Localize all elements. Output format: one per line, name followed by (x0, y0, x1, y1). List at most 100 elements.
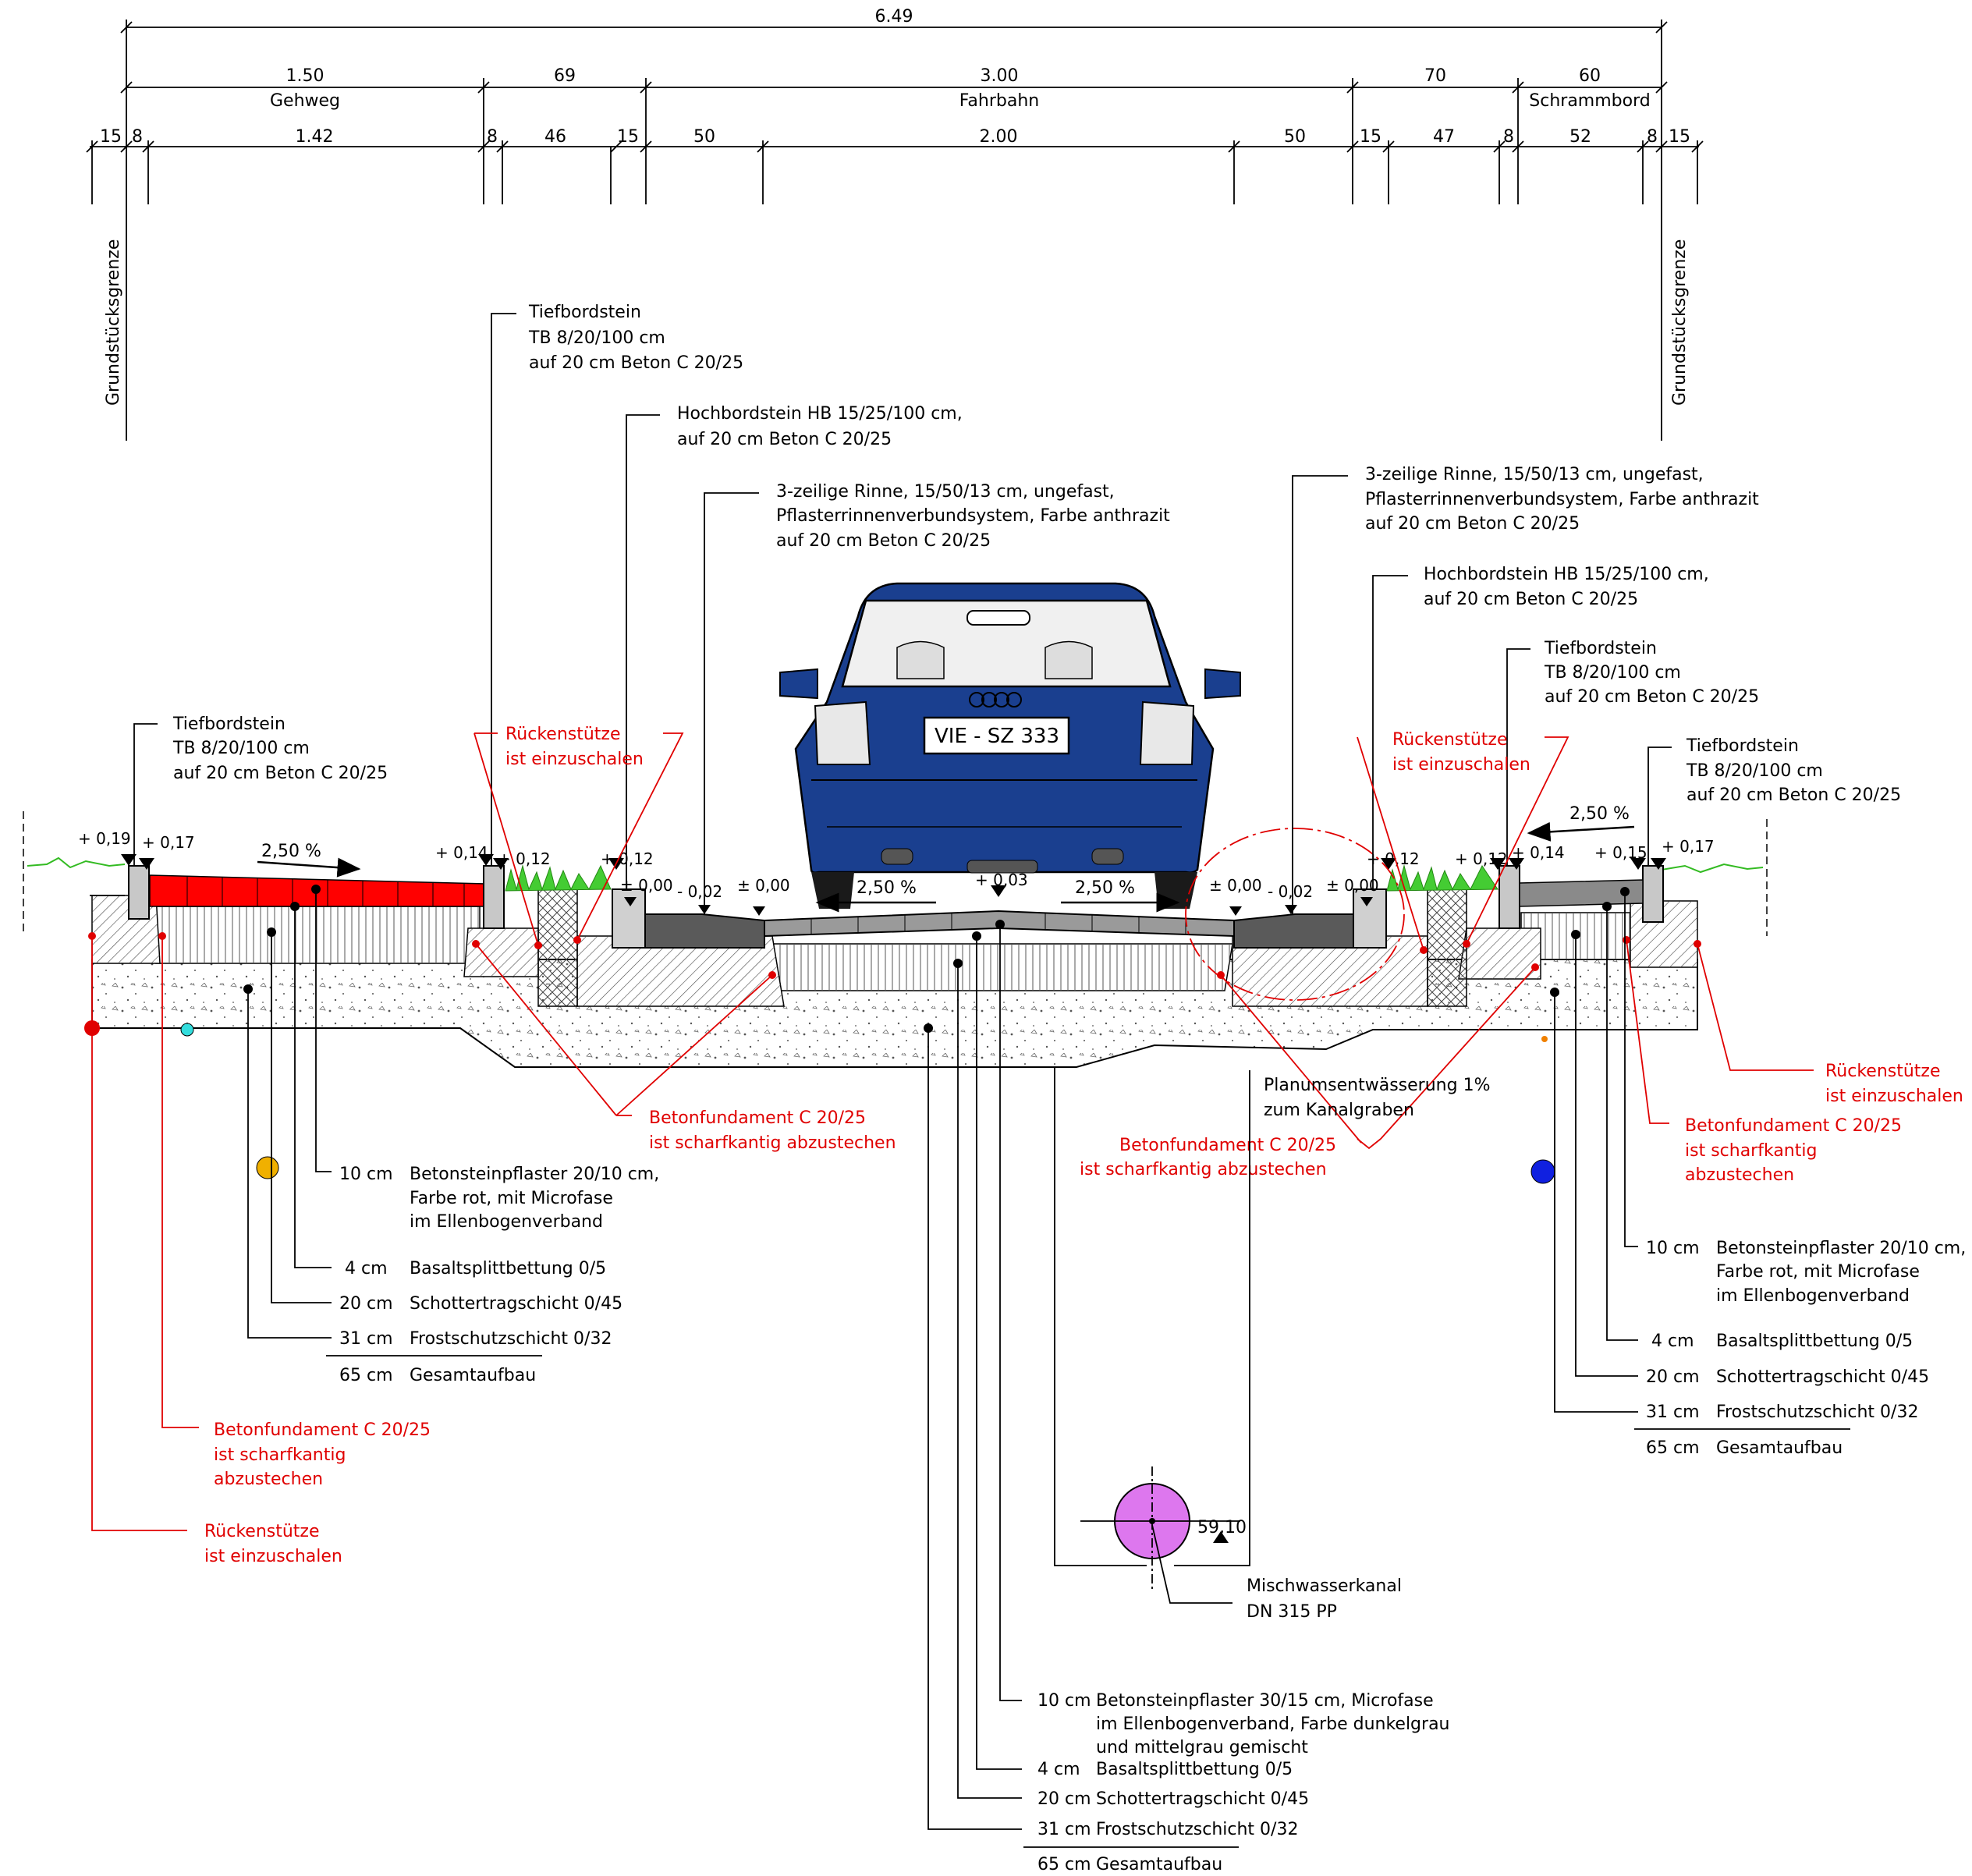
dim-detail-13: 52 (1569, 127, 1591, 147)
slope-arrows: 2,50 % 2,50 % 2,50 % 2,50 % (257, 804, 1635, 913)
callout-hb-right-2: auf 20 cm Beton C 20/25 (1424, 590, 1638, 609)
callout-tb-left-outer-1: Tiefbordstein (172, 715, 286, 734)
callout-hb-left-2: auf 20 cm Beton C 20/25 (677, 430, 892, 449)
legend-left-d3: Schottertragschicht 0/45 (410, 1294, 622, 1314)
callout-tb-left-top-3: auf 20 cm Beton C 20/25 (529, 353, 743, 373)
callout-tb-right-mid-1: Tiefbordstein (1544, 639, 1657, 658)
layer-legend-right: 10 cm Betonsteinpflaster 20/10 cm, Farbe… (1550, 887, 1966, 1458)
dim-section-1: 1.50 (286, 66, 325, 86)
section-name-gehweg: Gehweg (270, 91, 340, 111)
car-rear-view: VIE - SZ 333 (779, 582, 1241, 909)
level-16: + 0,15 (1594, 843, 1647, 862)
slope-4: 2,50 % (1569, 804, 1630, 824)
callouts: Tiefbordstein TB 8/20/100 cm auf 20 cm B… (133, 303, 1901, 914)
callout-tb-right-mid-2: TB 8/20/100 cm (1544, 663, 1681, 683)
callout-rinne-right-2: Pflasterrinnenverbundsystem, Farbe anthr… (1365, 490, 1759, 509)
dim-detail-10: 15 (1360, 127, 1381, 147)
dim-detail-3: 1.42 (296, 127, 334, 147)
legend-left-t4: 31 cm (339, 1329, 393, 1349)
callout-rinne-right-1: 3-zeilige Rinne, 15/50/13 cm, ungefast, (1365, 465, 1704, 484)
slope-2: 2,50 % (857, 878, 917, 898)
boundary-label-left: Grundstücksgrenze (104, 239, 123, 406)
dim-detail-12: 8 (1503, 127, 1514, 147)
legend-right-d1b: Farbe rot, mit Microfase (1716, 1262, 1920, 1282)
dim-detail-14: 8 (1647, 127, 1658, 147)
note-betonfundament-right-1: Betonfundament C 20/25 (1685, 1116, 1902, 1136)
dim-section-5: 60 (1579, 66, 1601, 86)
level-17: + 0,17 (1662, 837, 1715, 856)
legend-left-t5: 65 cm (339, 1366, 393, 1385)
dim-detail-1: 15 (100, 127, 122, 147)
dim-detail-11: 47 (1433, 127, 1455, 147)
level-14: + 0,12 (1455, 849, 1508, 868)
legend-left-t2: 4 cm (345, 1259, 388, 1278)
layer-legend-road: 10 cm Betonsteinpflaster 30/15 cm, Micro… (924, 920, 1450, 1874)
dim-detail-8: 2.00 (980, 127, 1018, 147)
note-betonfundament-mid-1: Betonfundament C 20/25 (649, 1108, 866, 1128)
level-9: + 0,03 (975, 871, 1028, 889)
level-4: + 0,12 (498, 849, 551, 868)
legend-road-d5: Gesamtaufbau (1096, 1855, 1222, 1874)
dim-detail-7: 50 (693, 127, 715, 147)
license-plate: VIE - SZ 333 (935, 725, 1059, 748)
dim-detail-6: 15 (617, 127, 639, 147)
note-rueckenstuetze-left-1: Rückenstütze (505, 725, 621, 744)
dim-detail-15: 15 (1669, 127, 1690, 147)
layer-legend-left: 10 cm Betonsteinpflaster 20/10 cm, Farbe… (243, 885, 659, 1385)
level-2: + 0,17 (142, 833, 195, 852)
legend-road-t4: 31 cm (1037, 1820, 1091, 1839)
section-name-fahrbahn: Fahrbahn (959, 91, 1039, 111)
section-name-schrammbord: Schrammbord (1529, 91, 1650, 111)
callout-tb-left-top-2: TB 8/20/100 cm (528, 328, 665, 348)
legend-left-d1c: im Ellenbogenverband (410, 1212, 603, 1232)
canal-name-1: Mischwasserkanal (1247, 1576, 1402, 1596)
legend-left-t3: 20 cm (339, 1294, 393, 1314)
legend-road-t3: 20 cm (1037, 1789, 1091, 1809)
dim-detail-2: 8 (132, 127, 143, 147)
legend-left-t1: 10 cm (339, 1165, 393, 1184)
note-betonfundament-left-1: Betonfundament C 20/25 (214, 1420, 431, 1440)
legend-left-d5: Gesamtaufbau (410, 1366, 536, 1385)
callout-rinne-left-1: 3-zeilige Rinne, 15/50/13 cm, ungefast, (776, 482, 1115, 502)
drainage-label-2: zum Kanalgraben (1264, 1101, 1414, 1120)
legend-right-t2: 4 cm (1651, 1332, 1694, 1351)
note-rueckenstuetze-left-2: ist einzuschalen (505, 750, 644, 769)
note-betonfundament-right-3: abzustechen (1685, 1165, 1794, 1185)
note-betonfundament-left-3: abzustechen (214, 1470, 323, 1489)
level-7: - 0,02 (677, 882, 722, 901)
legend-right-d1a: Betonsteinpflaster 20/10 cm, (1716, 1239, 1966, 1258)
legend-right-d1c: im Ellenbogenverband (1716, 1286, 1910, 1306)
dim-total: 6.49 (875, 7, 913, 27)
note-betonfundament-right-2: ist scharfkantig (1685, 1141, 1817, 1161)
legend-right-t1: 10 cm (1646, 1239, 1700, 1258)
note-betonfundament-center-1: Betonfundament C 20/25 (1119, 1136, 1336, 1155)
marker-orange (256, 1156, 279, 1179)
callout-tb-left-outer-3: auf 20 cm Beton C 20/25 (173, 764, 388, 783)
callout-rinne-right-3: auf 20 cm Beton C 20/25 (1365, 514, 1580, 534)
legend-right-d2: Basaltsplittbettung 0/5 (1716, 1332, 1913, 1351)
callout-tb-left-top-1: Tiefbordstein (528, 303, 641, 322)
level-6: ± 0,00 (620, 876, 673, 895)
legend-road-d1b: im Ellenbogenverband, Farbe dunkelgrau (1096, 1715, 1450, 1734)
slope-3: 2,50 % (1075, 878, 1135, 898)
dim-detail-4: 8 (487, 127, 498, 147)
drainage-canal: Planumsentwässerung 1% zum Kanalgraben 5… (1054, 1067, 1490, 1622)
slope-1: 2,50 % (261, 842, 321, 861)
legend-right-t4: 31 cm (1646, 1403, 1700, 1422)
legend-left-d2: Basaltsplittbettung 0/5 (410, 1259, 606, 1278)
marker-cyan (180, 1023, 194, 1037)
legend-left-d1a: Betonsteinpflaster 20/10 cm, (410, 1165, 659, 1184)
note-betonfundament-mid-2: ist scharfkantig abzustechen (649, 1133, 896, 1153)
legend-right-d4: Frostschutzschicht 0/32 (1716, 1403, 1918, 1422)
callout-rinne-left-3: auf 20 cm Beton C 20/25 (776, 531, 991, 551)
note-rueckenstuetze-bottom-1: Rückenstütze (204, 1522, 320, 1541)
legend-road-t1: 10 cm (1037, 1691, 1091, 1711)
legend-road-d4: Frostschutzschicht 0/32 (1096, 1820, 1298, 1839)
legend-right-t5: 65 cm (1646, 1438, 1700, 1458)
boundary-label-right: Grundstücksgrenze (1670, 239, 1690, 406)
note-betonfundament-center-2: ist scharfkantig abzustechen (1080, 1160, 1327, 1179)
marker-small (1541, 1036, 1548, 1042)
callout-hb-right-1: Hochbordstein HB 15/25/100 cm, (1424, 565, 1709, 584)
legend-road-t2: 4 cm (1037, 1760, 1080, 1779)
dimension-chain: 6.49 1.50 69 3.00 70 60 Gehweg Fahrbahn … (86, 7, 1704, 441)
